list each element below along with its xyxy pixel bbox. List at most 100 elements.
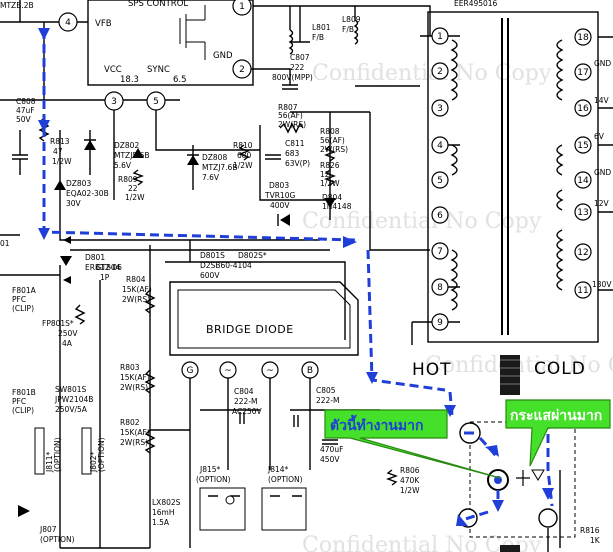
- cold-label: COLD: [534, 359, 586, 379]
- label-line: 50V: [16, 115, 32, 124]
- inductor-lx802s: LX802S 16mH 1.5A: [152, 498, 181, 527]
- annotation-right: กระแสผ่านมาก: [505, 399, 611, 467]
- label-line: LX802S: [152, 498, 181, 507]
- transformer-output-label: 12V: [594, 199, 610, 208]
- label-line: D804: [322, 193, 342, 202]
- label-line: 250V/5A: [55, 405, 88, 414]
- label-line: J807: [39, 525, 57, 534]
- label-line: 56(AF): [278, 111, 303, 120]
- label-line: 01: [0, 239, 10, 248]
- label-line: R808: [320, 127, 340, 136]
- label-line: 1/2W: [52, 157, 72, 166]
- transformer-pin: 15: [577, 141, 588, 151]
- resistor-r806: R806 470K 1/2W: [386, 466, 420, 495]
- transformer-pin: 13: [577, 208, 588, 218]
- watermark-layer: Confidential No Copy Confidential No Cop…: [302, 61, 613, 552]
- label-line: 47uF: [16, 106, 35, 115]
- fuse-f801b: F801B PFC (CLIP): [12, 388, 36, 415]
- label-line: D802S*: [238, 251, 267, 260]
- inductor-l809: L809 F/B: [342, 15, 361, 45]
- label-line: 1/2W: [400, 486, 420, 495]
- capacitor-c804: C804 222-M AC250V: [232, 387, 263, 424]
- label-line: (OPTION): [53, 437, 62, 472]
- label-line: 2W(RS): [122, 295, 150, 304]
- label-line: 15K(AF): [120, 373, 150, 382]
- diode-d803: D803 TVR10G 400V: [264, 181, 295, 226]
- bridge-pin: ~: [266, 366, 274, 376]
- label-line: PFC: [12, 295, 26, 304]
- ic-title: SPS CONTROL: [128, 0, 188, 9]
- label-line: 47: [53, 147, 63, 156]
- wiring-top: [0, 0, 440, 549]
- resistor-r810: R810 680 1/2W: [233, 141, 253, 170]
- label-line: R810: [233, 141, 253, 150]
- label-line: 2W(RS): [320, 145, 348, 154]
- label-line: 1K: [590, 536, 601, 545]
- resistor-r807: R807 56(AF) 2W(RS): [278, 103, 306, 134]
- ic-pin-sync: SYNC: [147, 65, 170, 75]
- transformer-right-pins: 18 17 16 15 14 13 12 11: [574, 28, 592, 299]
- label-line: 1/2W: [233, 161, 253, 170]
- capacitor-470uf: 470uF 450V: [320, 439, 343, 464]
- label-line: 683: [285, 149, 300, 158]
- sps-control-ic: SPS CONTROL VFB VCC SYNC GND 18.3 6.5 4 …: [58, 0, 254, 111]
- flow-arrow-icon: [38, 228, 50, 240]
- label-line: R803: [120, 363, 140, 372]
- ic-pin-number: 5: [153, 97, 159, 107]
- ic-pin-number: 3: [111, 97, 117, 107]
- label-line: 2W(RS): [120, 383, 148, 392]
- diode-d804: D804 1N4148: [322, 193, 352, 211]
- label-line: D2SB60-4104: [200, 261, 252, 270]
- label-line: DZ808: [202, 153, 227, 162]
- label-line: 15K(AF): [122, 285, 152, 294]
- flow-arrow-icon: [38, 28, 50, 40]
- transformer-pin: 2: [437, 67, 443, 77]
- label-line: F/B: [342, 25, 354, 34]
- capacitor-c808: C808 47uF 50V: [12, 97, 36, 175]
- label-line: 1/2W: [125, 193, 145, 202]
- label-line: 2W(RS): [278, 120, 306, 129]
- label-line: 1N4148: [322, 202, 352, 211]
- ic-pin-gnd: GND: [213, 51, 233, 61]
- label-line: MTZJ5.6B: [114, 151, 149, 160]
- label-line: R826: [320, 161, 340, 170]
- transformer-output-label: 14V: [594, 96, 610, 105]
- label-line: 7.6V: [202, 173, 220, 182]
- label-line: L801: [312, 23, 331, 32]
- transformer-pin: 7: [437, 247, 443, 257]
- annotation-right-text: กระแสผ่านมาก: [510, 408, 602, 424]
- transformer-pin: 1: [437, 32, 443, 42]
- annotation-left: ตัวนี้ทำงานมาก: [324, 409, 501, 479]
- resistor-r808: R808 56(AF) 2W(RS): [320, 127, 348, 162]
- capacitor-c805: C805 222-M: [293, 386, 340, 427]
- transformer-pin: 5: [437, 176, 443, 186]
- hot-label: HOT: [412, 360, 452, 380]
- transformer-pin: 9: [437, 318, 443, 328]
- label-line: L809: [342, 15, 361, 24]
- bridge-diode-label: BRIDGE DIODE: [206, 323, 294, 336]
- ic-value-vcc: 18.3: [120, 75, 139, 85]
- transformer-pin: 4: [437, 141, 443, 151]
- transformer-pin: 6: [437, 211, 443, 221]
- flow-arrow-icon: [343, 236, 357, 248]
- flow-arrow-icon: [492, 500, 504, 512]
- label-line: GT804: [96, 263, 121, 272]
- transformer-pin: 14: [577, 176, 589, 186]
- fuse-f801a: F801A PFC (CLIP): [12, 286, 37, 313]
- label-line: TVR10G: [264, 191, 295, 200]
- transformer-pin: 18: [577, 33, 589, 43]
- label-line: (CLIP): [12, 304, 34, 313]
- label-line: SW801S: [55, 385, 86, 394]
- label-line: 22: [128, 184, 138, 193]
- flow-arrow-icon: [444, 405, 456, 417]
- transformer-pin: 16: [577, 104, 589, 114]
- label-line: D801: [85, 253, 105, 262]
- switch-sw801s: SW801S JPW2104B 250V/5A: [54, 385, 93, 414]
- flow-arrow-icon: [38, 120, 50, 132]
- label-line: 16mH: [152, 508, 175, 517]
- label-line: F/B: [312, 33, 324, 42]
- diode-left: [84, 130, 96, 175]
- watermark-text: Confidential No Copy: [302, 533, 542, 552]
- transformer-pin: 12: [577, 248, 588, 258]
